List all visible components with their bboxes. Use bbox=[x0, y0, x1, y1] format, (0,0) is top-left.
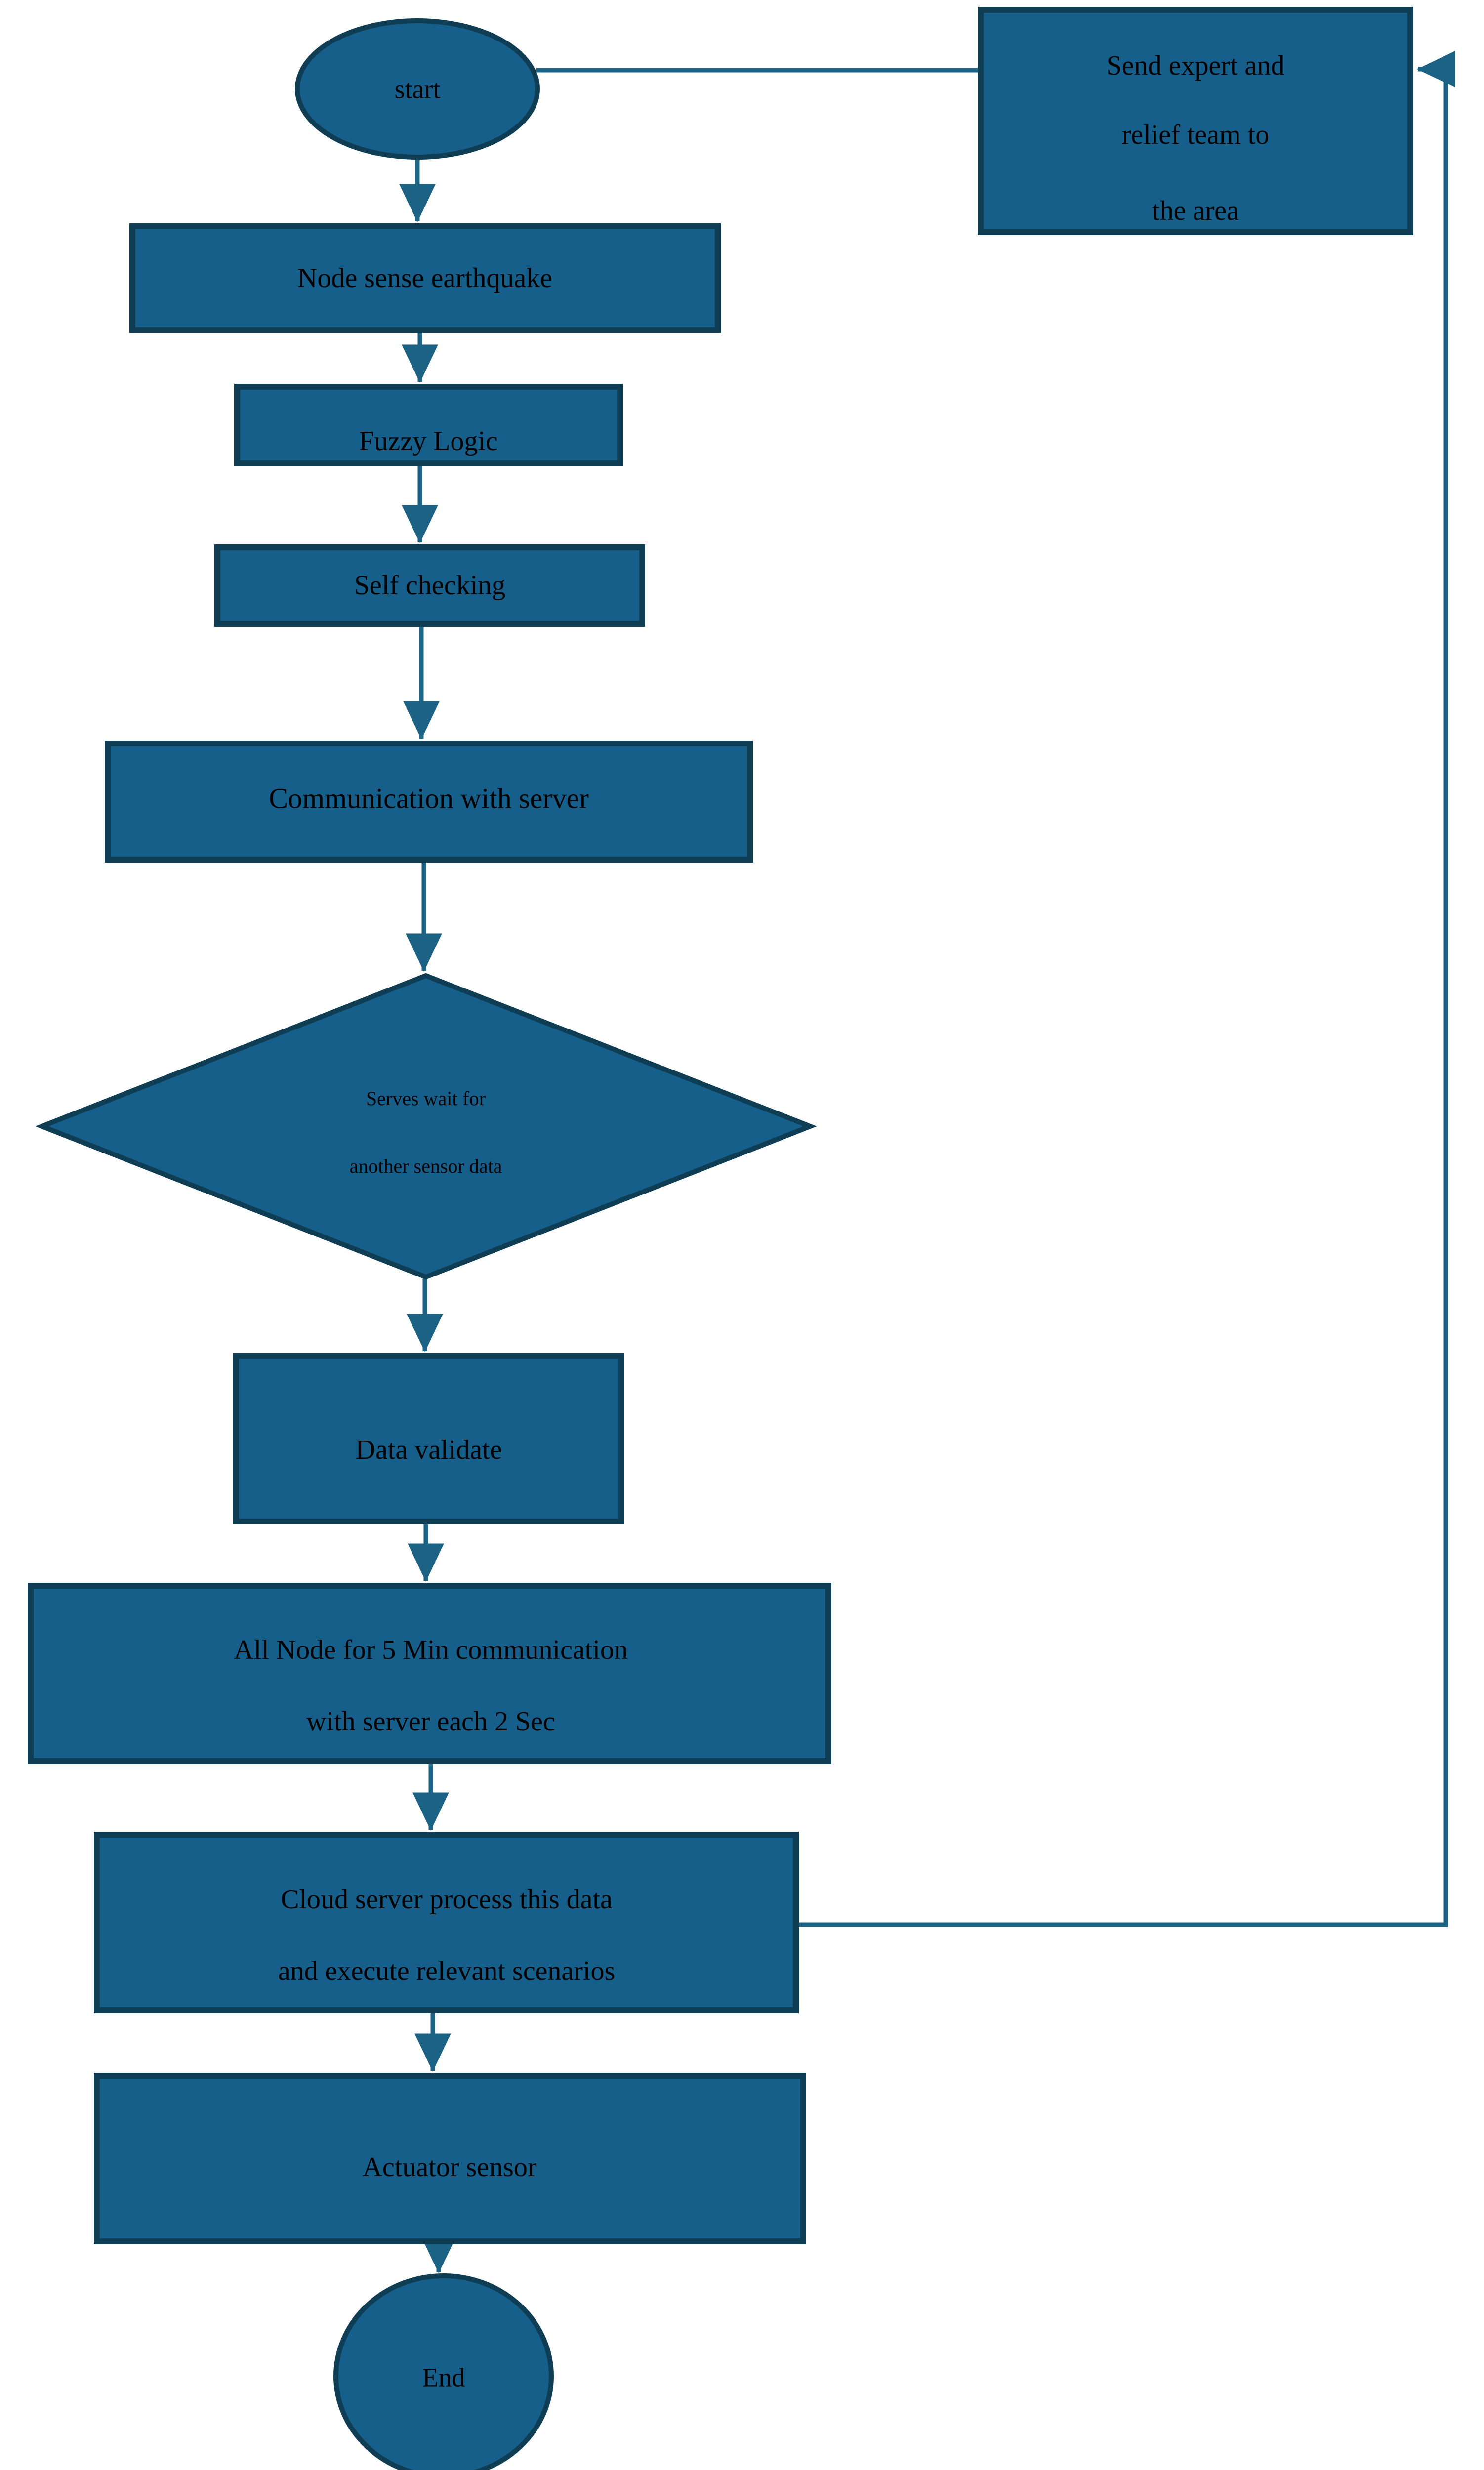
start-label: start bbox=[395, 74, 441, 104]
all-node-label-line2: with server each 2 Sec bbox=[306, 1706, 555, 1737]
serves-wait-label-line1: Serves wait for bbox=[366, 1087, 486, 1110]
end-ellipse-shape bbox=[333, 2273, 554, 2470]
fuzzy-logic-rect-shape bbox=[234, 384, 623, 466]
comm-server-label: Communication with server bbox=[269, 782, 589, 814]
fuzzy-logic-label: Fuzzy Logic bbox=[359, 426, 497, 456]
node-sense-rect-shape bbox=[129, 223, 721, 333]
node-sense-label: Node sense earthquake bbox=[297, 263, 552, 293]
self-check-label: Self checking bbox=[354, 570, 505, 601]
serves-wait-label-line2: another sensor data bbox=[350, 1155, 502, 1177]
send-team-rect-shape bbox=[978, 7, 1413, 235]
node-serves-wait[interactable]: Serves wait for another sensor data bbox=[35, 973, 817, 1280]
send-team-label-line2: relief team to bbox=[1122, 120, 1270, 150]
node-end[interactable]: End bbox=[333, 2273, 554, 2470]
node-start[interactable]: start bbox=[295, 18, 540, 160]
node-data-valid[interactable]: Data validate bbox=[233, 1353, 624, 1524]
send-team-label-line1: Send expert and bbox=[1107, 50, 1285, 81]
cloud-server-rect-shape bbox=[94, 1832, 799, 2013]
connector-layer bbox=[399, 51, 1455, 2273]
data-valid-rect-shape bbox=[233, 1353, 624, 1524]
node-layer: start Send expert and relief team to the… bbox=[28, 7, 1413, 2470]
send-team-label-line3: the area bbox=[1152, 196, 1239, 226]
connector-cloud-feedback-to-send bbox=[796, 51, 1455, 1927]
node-node-sense[interactable]: Node sense earthquake bbox=[129, 223, 721, 333]
node-send-team[interactable]: Send expert and relief team to the area bbox=[978, 7, 1413, 235]
cloud-server-label-line1: Cloud server process this data bbox=[281, 1884, 613, 1915]
node-fuzzy-logic[interactable]: Fuzzy Logic bbox=[234, 384, 623, 466]
node-self-check[interactable]: Self checking bbox=[214, 544, 645, 627]
serves-wait-diamond-shape bbox=[35, 973, 817, 1280]
node-actuator[interactable]: Actuator sensor bbox=[94, 2073, 806, 2244]
node-all-node[interactable]: All Node for 5 Min communication with se… bbox=[28, 1583, 831, 1764]
actuator-rect-shape bbox=[94, 2073, 806, 2244]
node-comm-server[interactable]: Communication with server bbox=[105, 741, 753, 863]
data-valid-label: Data validate bbox=[356, 1435, 502, 1465]
end-label: End bbox=[422, 2362, 465, 2392]
node-cloud-server[interactable]: Cloud server process this data and execu… bbox=[94, 1832, 799, 2013]
cloud-server-label-line2: and execute relevant scenarios bbox=[278, 1956, 616, 1986]
all-node-label-line1: All Node for 5 Min communication bbox=[234, 1635, 628, 1665]
all-node-rect-shape bbox=[28, 1583, 831, 1764]
self-check-rect-shape bbox=[214, 544, 645, 627]
comm-server-rect-shape bbox=[105, 741, 753, 863]
start-ellipse-shape bbox=[295, 18, 540, 160]
actuator-label: Actuator sensor bbox=[362, 2152, 536, 2182]
